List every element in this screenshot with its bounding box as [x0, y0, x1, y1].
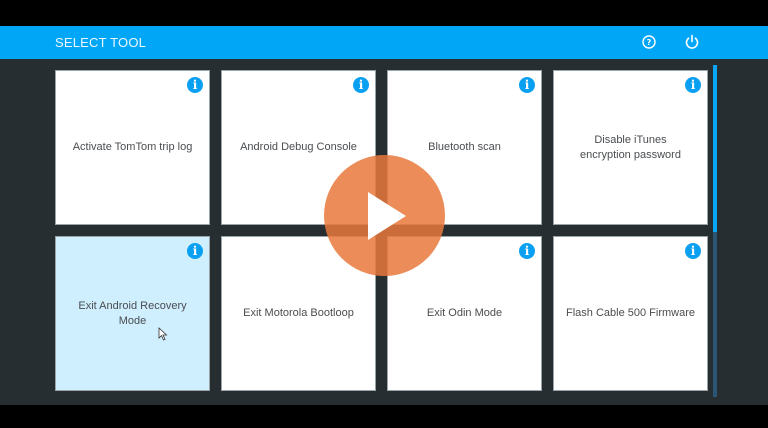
- tool-card-flash-cable-500-firmware[interactable]: i Flash Cable 500 Firmware: [553, 236, 708, 391]
- info-icon[interactable]: i: [519, 243, 535, 259]
- info-icon[interactable]: i: [187, 77, 203, 93]
- letterbox-bottom: [0, 405, 768, 428]
- tool-card-exit-android-recovery-mode[interactable]: i Exit Android Recovery Mode: [55, 236, 210, 391]
- tool-label: Flash Cable 500 Firmware: [566, 307, 695, 319]
- info-icon[interactable]: i: [187, 243, 203, 259]
- info-icon[interactable]: i: [519, 77, 535, 93]
- info-icon[interactable]: i: [685, 243, 701, 259]
- help-button[interactable]: ?: [640, 33, 658, 51]
- power-icon: [685, 34, 699, 49]
- info-icon[interactable]: i: [685, 77, 701, 93]
- tool-label: Exit Motorola Bootloop: [243, 307, 354, 319]
- tool-label: Android Debug Console: [240, 141, 357, 153]
- tool-card-activate-tomtom-trip-log[interactable]: i Activate TomTom trip log: [55, 70, 210, 225]
- tool-label: Disable iTunes encryption password: [580, 133, 681, 161]
- mouse-cursor-icon: [158, 327, 168, 341]
- play-icon: [367, 191, 406, 240]
- scrollbar-thumb[interactable]: [713, 65, 717, 232]
- page-title: SELECT TOOL: [55, 35, 147, 50]
- tool-label: Exit Android Recovery Mode: [78, 299, 187, 327]
- tool-label: Activate TomTom trip log: [72, 141, 193, 153]
- video-play-button[interactable]: [324, 155, 445, 276]
- power-button[interactable]: [683, 33, 701, 51]
- tool-card-android-debug-console[interactable]: i Android Debug Console: [221, 70, 376, 225]
- info-icon[interactable]: i: [353, 77, 369, 93]
- question-circle-icon: ?: [642, 35, 656, 49]
- header-bar: SELECT TOOL ?: [0, 26, 768, 59]
- tool-label: Exit Odin Mode: [426, 307, 503, 319]
- letterbox-top: [0, 0, 768, 26]
- svg-text:?: ?: [647, 38, 652, 47]
- tool-card-bluetooth-scan[interactable]: i Bluetooth scan: [387, 70, 542, 225]
- tool-label: Bluetooth scan: [428, 141, 501, 153]
- tool-card-disable-itunes-encryption-password[interactable]: i Disable iTunes encryption password: [553, 70, 708, 225]
